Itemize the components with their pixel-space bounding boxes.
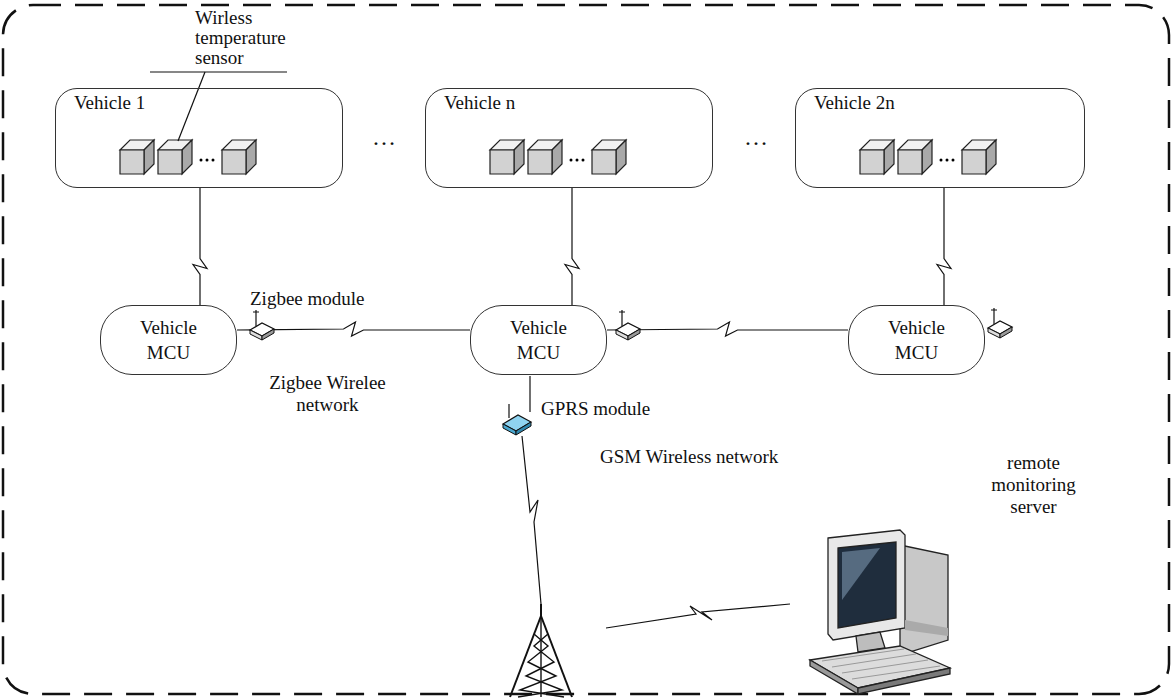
zigbee-module-icon xyxy=(988,308,1012,338)
annotation-label: GSM Wireless network xyxy=(600,446,778,468)
wireless-link xyxy=(193,188,207,305)
gprs-wires xyxy=(522,376,790,628)
wireless-link xyxy=(565,188,579,305)
vehicle-box: Vehicle n xyxy=(425,88,713,188)
vehicle-box: Vehicle 2n xyxy=(795,88,1085,188)
zigbee-module-icon xyxy=(250,310,274,340)
annotation-label: GPRS module xyxy=(541,398,650,420)
node-label: Vehicle MCU xyxy=(879,315,954,365)
dashed-frame xyxy=(3,5,1169,694)
annotation-label: Wirless temperature sensor xyxy=(195,8,295,68)
mcu-box: Vehicle MCU xyxy=(848,305,985,375)
wireless-link xyxy=(607,322,848,336)
annotation-label: Zigbee module xyxy=(250,288,365,310)
wireless-link xyxy=(937,188,951,305)
annotation-label: Zigbee Wirelee network xyxy=(265,372,390,416)
temperature-sensors xyxy=(120,140,996,174)
node-label: Vehicle n xyxy=(444,92,515,114)
annotation-label: … xyxy=(744,126,768,148)
sensor-leader xyxy=(150,72,287,141)
annotation-label: … xyxy=(372,126,396,148)
node-label: Vehicle 2n xyxy=(814,92,895,114)
vehicle-box: Vehicle 1 xyxy=(55,88,343,188)
mcu-box: Vehicle MCU xyxy=(100,305,237,375)
gsm-tower xyxy=(510,604,572,697)
gprs-module-icon xyxy=(503,404,531,435)
zigbee-module-icon xyxy=(616,310,640,340)
node-label: Vehicle 1 xyxy=(74,92,145,114)
node-label: Vehicle MCU xyxy=(501,315,576,365)
mcu-box: Vehicle MCU xyxy=(470,305,607,375)
annotation-label: remote monitoring server xyxy=(968,452,1099,518)
node-label: Vehicle MCU xyxy=(131,315,206,365)
server-computer xyxy=(810,530,950,694)
